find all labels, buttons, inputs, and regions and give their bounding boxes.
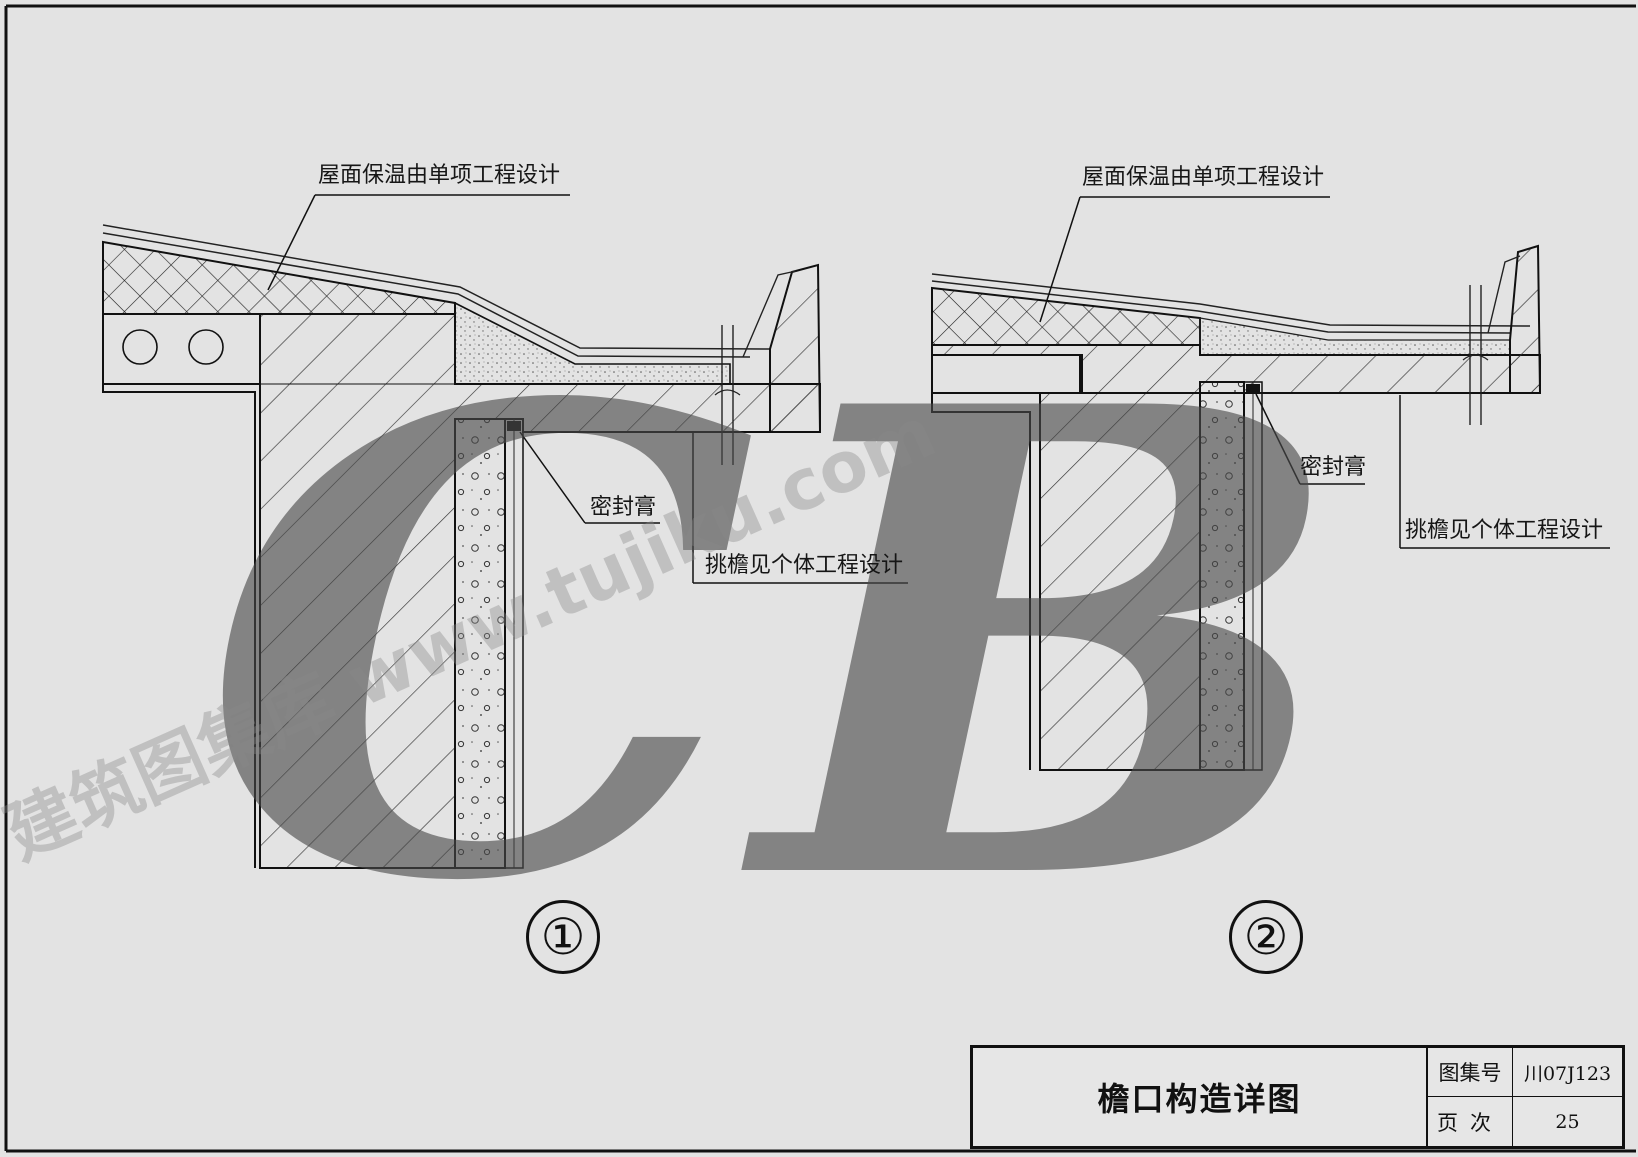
d1-sealant-label: 密封膏 bbox=[590, 495, 657, 520]
d2-eave-note: 挑檐见个体工程设计 bbox=[1405, 518, 1604, 543]
page-number-value: 25 bbox=[1555, 1110, 1580, 1133]
watermark: CB bbox=[200, 269, 1350, 1021]
detail-2-section bbox=[931, 244, 1542, 771]
d2-sealant-label: 密封膏 bbox=[1300, 455, 1367, 480]
watermark-logo: CB bbox=[200, 269, 1350, 1021]
detail-1-section bbox=[102, 224, 822, 869]
d1-insulation-note: 屋面保温由单项工程设计 bbox=[318, 163, 561, 188]
sheet-border bbox=[4, 4, 1636, 1153]
drawing-title: 檐口构造详图 bbox=[973, 1048, 1428, 1146]
atlas-number-label: 图集号 bbox=[1428, 1048, 1513, 1097]
detail-number-1: ① bbox=[526, 900, 600, 974]
atlas-number-value: 川07J123 bbox=[1513, 1048, 1622, 1097]
page-number-label: 页次 bbox=[1428, 1097, 1513, 1146]
d1-eave-note: 挑檐见个体工程设计 bbox=[705, 553, 904, 578]
leader-lines bbox=[267, 194, 1610, 584]
detail-number-2: ② bbox=[1229, 900, 1303, 974]
d2-insulation-note: 屋面保温由单项工程设计 bbox=[1082, 165, 1325, 190]
title-block: 檐口构造详图 图集号 川07J123 页次 25 bbox=[970, 1045, 1625, 1149]
